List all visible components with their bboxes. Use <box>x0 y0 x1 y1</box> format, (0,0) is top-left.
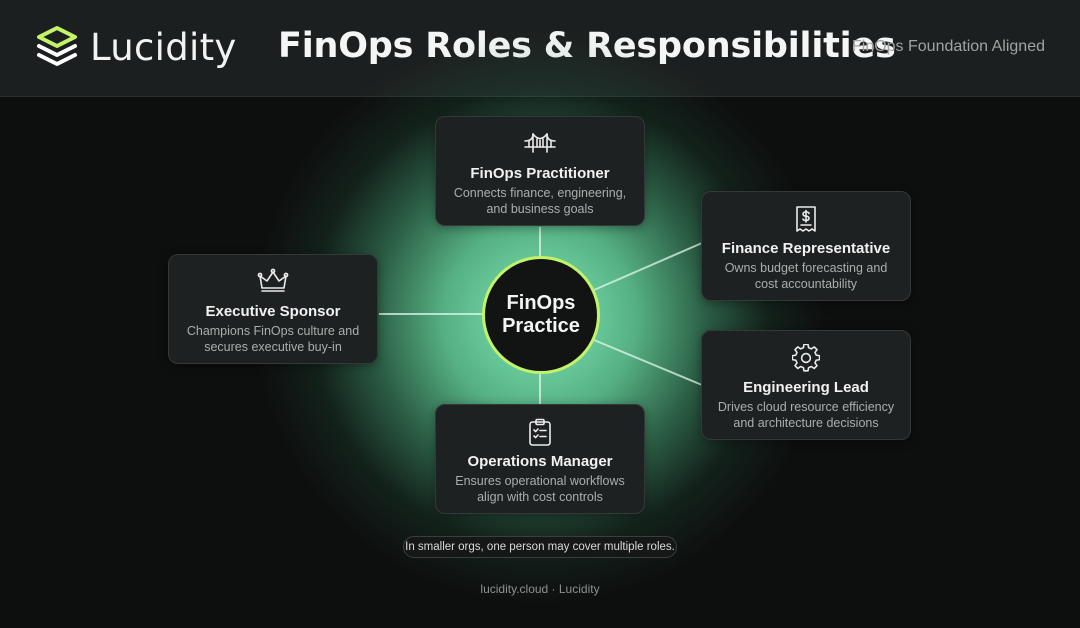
receipt-icon <box>796 206 816 232</box>
connector-finance <box>593 242 703 291</box>
role-card-practitioner: FinOps Practitioner Connects finance, en… <box>435 116 645 226</box>
role-description-line: cost accountability <box>754 276 858 291</box>
role-description-line: Ensures operational workflows <box>455 474 625 488</box>
role-description-line: align with cost controls <box>477 489 603 504</box>
role-description-line: Drives cloud resource efficiency <box>717 400 895 414</box>
role-title: Operations Manager <box>467 453 613 470</box>
hub-label-line1: FinOps <box>506 292 576 314</box>
role-title: Engineering Lead <box>743 379 869 396</box>
footer-text: lucidity.cloud · Lucidity <box>480 582 600 596</box>
role-description-line: Connects finance, engineering, <box>453 186 627 200</box>
role-description: Owns budget forecasting and cost account… <box>710 261 902 292</box>
role-card-finance: Finance Representative Owns budget forec… <box>701 191 911 301</box>
role-card-engineering: Engineering Lead Drives cloud resource e… <box>701 330 911 440</box>
crown-icon <box>257 268 289 292</box>
hub-finops-practice: FinOps Practice <box>482 256 600 374</box>
role-description-line: and business goals <box>486 201 594 216</box>
connector-lines <box>379 227 703 404</box>
role-description-line: Champions FinOps culture and <box>186 324 360 338</box>
role-title: Executive Sponsor <box>205 303 341 320</box>
lucidity-logo-icon <box>37 26 77 66</box>
role-description: Connects finance, engineering, and busin… <box>444 186 636 217</box>
brand-logo: Lucidity <box>34 24 237 70</box>
role-title: FinOps Practitioner <box>470 165 610 182</box>
role-card-operations: Operations Manager Ensures operational w… <box>435 404 645 514</box>
role-description-line: secures executive buy-in <box>204 339 342 354</box>
role-description-line: and architecture decisions <box>733 415 879 430</box>
role-description: Drives cloud resource efficiency and arc… <box>710 400 902 431</box>
alignment-badge: FinOps Foundation Aligned <box>851 38 1045 55</box>
bridge-icon <box>524 133 556 153</box>
note-pill: In smaller orgs, one person may cover mu… <box>403 536 677 558</box>
role-description: Ensures operational workflows align with… <box>444 474 636 505</box>
role-description: Champions FinOps culture and secures exe… <box>177 324 369 355</box>
role-description-line: Owns budget forecasting and <box>724 261 888 275</box>
connector-engineering <box>593 339 703 386</box>
role-title: Finance Representative <box>721 240 891 257</box>
role-card-executive: Executive Sponsor Champions FinOps cultu… <box>168 254 378 364</box>
hub-label-line2: Practice <box>502 315 580 337</box>
clipboard-icon <box>529 418 551 446</box>
gear-icon <box>792 344 820 372</box>
brand-name: Lucidity <box>90 25 237 69</box>
